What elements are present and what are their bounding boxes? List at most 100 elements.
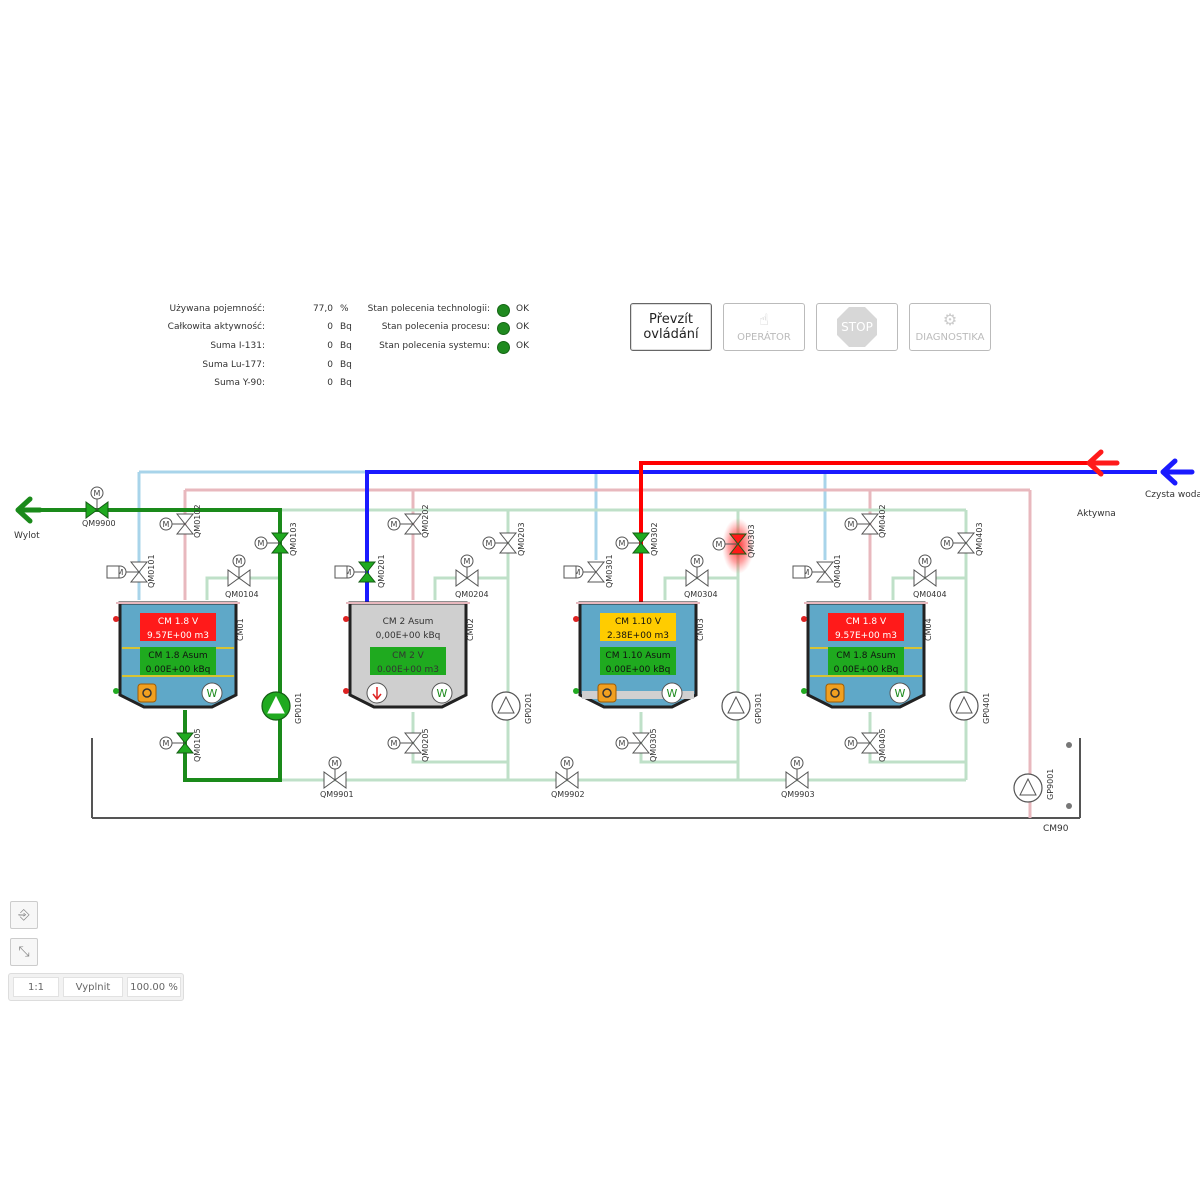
tank-value: CM 1.8 Asum (148, 651, 207, 661)
zoom-percent[interactable]: 100.00 % (127, 977, 181, 997)
diagnostics-label: DIAGNOSTIKA (915, 331, 985, 343)
tank-top-box (370, 613, 446, 641)
stop-button[interactable]: STOP (816, 303, 898, 351)
status-ok-indicator (497, 304, 510, 317)
take-control-label-line2: ovládání (643, 327, 699, 342)
zoom-bar: 1:1 Vyplnit 100.00 % (8, 973, 184, 1001)
base-frame (91, 738, 1081, 819)
water-letter: W (895, 687, 906, 700)
motor-icon (460, 554, 474, 568)
tank-value: CM 1.8 Asum (836, 651, 895, 661)
motor-letter: M (944, 539, 951, 548)
stat-label: Suma I-131: (210, 341, 265, 351)
radiation-icon (825, 683, 845, 703)
diagnostics-button[interactable]: ⚙ DIAGNOSTIKA (909, 303, 991, 351)
zoom-1to1-button[interactable]: 1:1 (13, 977, 59, 997)
collapse-icon: ⤡ (18, 944, 30, 960)
tank-value: 0.00E+00 m3 (377, 665, 439, 675)
tank-value: 0.00E+00 kBq (834, 665, 899, 675)
stat-value: 0 (327, 360, 333, 370)
tank-value: CM 1.10 V (615, 617, 662, 627)
tank-high-level-indicator (343, 616, 349, 622)
device-label: QM0302 (650, 522, 659, 556)
pump-GP0401[interactable]: GP0401 (949, 691, 991, 724)
operator-button[interactable]: ☝ OPERÁTOR (723, 303, 805, 351)
clean-water-label: Czysta woda (1145, 490, 1200, 500)
device-label: QM0203 (517, 522, 526, 556)
login-button[interactable]: ⎆ (10, 901, 38, 929)
device-label: QM0303 (747, 524, 756, 558)
stat-unit: Bq (340, 360, 352, 370)
tank-id: CM02 (466, 618, 475, 641)
status-ok-indicator (497, 341, 510, 354)
tank-top-box (600, 613, 676, 641)
motor-icon (387, 736, 401, 750)
motor-letter: M (848, 739, 855, 748)
water-icon (431, 682, 453, 704)
status-process: Stan polecenia procesu: OK (380, 322, 540, 336)
valve-QM0403[interactable]: M QM0403 (940, 522, 984, 556)
status-value: OK (516, 322, 529, 332)
device-label: QM0105 (193, 728, 202, 762)
device-label: QM0304 (684, 590, 718, 599)
tank-mid-box (370, 647, 446, 675)
device-label: QM9902 (551, 790, 585, 799)
tank-high-level-indicator (113, 616, 119, 622)
tank-id: CM01 (236, 618, 245, 641)
stat-unit: % (340, 304, 349, 314)
take-control-button[interactable]: Převzít ovládání (630, 303, 712, 351)
pump-GP0301[interactable]: GP0301 (721, 691, 763, 724)
operator-label: OPERÁTOR (737, 331, 791, 343)
device-label: QM0404 (913, 590, 947, 599)
device-label: QM0204 (455, 590, 489, 599)
tank-id: CM03 (696, 618, 705, 641)
pump-GP0201[interactable]: GP0201 (491, 691, 533, 724)
stat-total-activity: Całkowita aktywność: 0 Bq (0, 322, 360, 336)
fit-view-button[interactable]: ⤡ (10, 938, 38, 966)
tank-value: 0.00E+00 kBq (146, 665, 211, 675)
manual-actuator-icon (563, 565, 577, 579)
clean-water-arrow (1160, 458, 1195, 486)
pump-GP9001[interactable]: GP9001 (1013, 769, 1055, 803)
tank-mid-box (600, 647, 676, 675)
tank-high-level-indicator (573, 616, 579, 622)
pump-GP0101[interactable]: GP0101 (261, 691, 303, 724)
tank-value: 9.57E+00 m3 (147, 631, 209, 641)
motor-letter: M (574, 568, 581, 577)
active-label: Aktywna (1077, 509, 1116, 519)
tank-value: CM 2 V (392, 651, 424, 661)
tank-top-box (828, 613, 904, 641)
stop-label: STOP (841, 320, 873, 334)
stat-value: 0 (327, 322, 333, 332)
device-label: QM0403 (975, 522, 984, 556)
motor-letter: M (258, 539, 265, 548)
zoom-fill-button[interactable]: Vyplnit (63, 977, 123, 997)
